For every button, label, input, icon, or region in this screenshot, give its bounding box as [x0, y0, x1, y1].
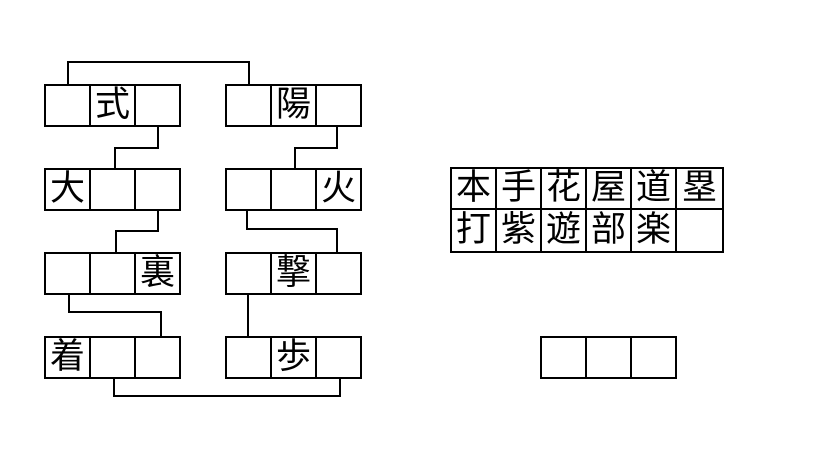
cell-l2-3[interactable]: [136, 170, 179, 209]
cell-r3-2: 撃: [272, 254, 317, 293]
cell-r3-1[interactable]: [227, 254, 272, 293]
cell-l4-2[interactable]: [91, 338, 136, 377]
bank-cell-2-1[interactable]: 打: [452, 210, 497, 251]
bank-cell-2-6[interactable]: [677, 210, 722, 251]
bank-cell-2-4[interactable]: 部: [587, 210, 632, 251]
cell-r3-3[interactable]: [317, 254, 360, 293]
cell-r2-1[interactable]: [227, 170, 272, 209]
bank-cell-1-6[interactable]: 塁: [677, 169, 722, 210]
kanji-bank: 本 手 花 屋 道 塁 打 紫 遊 部 楽: [450, 167, 724, 253]
cell-l2-1: 大: [46, 170, 91, 209]
connector-l4-r4: [113, 378, 341, 397]
cell-r4-1[interactable]: [227, 338, 272, 377]
connector-r2-r3: [246, 210, 338, 253]
bank-cell-2-2[interactable]: 紫: [497, 210, 542, 251]
word-box-r3: 撃: [225, 252, 362, 295]
cell-r1-1[interactable]: [227, 86, 272, 125]
bank-cell-1-2[interactable]: 手: [497, 169, 542, 210]
cell-l3-3: 裏: [139, 253, 175, 293]
cell-l3-2[interactable]: [91, 254, 136, 293]
word-box-l3: 裏: [44, 252, 181, 295]
word-box-r1: 陽: [225, 84, 362, 127]
cell-l1-2: 式: [91, 86, 136, 125]
cell-l3-1[interactable]: [46, 254, 91, 293]
bank-cell-1-3[interactable]: 花: [542, 169, 587, 210]
bank-cell-1-4[interactable]: 屋: [587, 169, 632, 210]
answer-box: [540, 336, 677, 379]
bank-cell-1-1[interactable]: 本: [452, 169, 497, 210]
cell-l1-1[interactable]: [46, 86, 91, 125]
cell-r4-2: 歩: [272, 338, 317, 377]
cell-l4-1: 着: [46, 338, 91, 377]
word-box-l2: 大: [44, 168, 181, 211]
cell-l4-3[interactable]: [136, 338, 179, 377]
bank-cell-2-3[interactable]: 遊: [542, 210, 587, 251]
word-box-l4: 着: [44, 336, 181, 379]
cell-l1-3[interactable]: [136, 86, 179, 125]
answer-cell-1[interactable]: [542, 338, 587, 377]
cell-r4-3[interactable]: [317, 338, 360, 377]
connector-l1-r1: [67, 61, 250, 85]
cell-r1-2: 陽: [272, 86, 317, 125]
bank-cell-1-5[interactable]: 道: [632, 169, 677, 210]
bank-cell-2-5[interactable]: 楽: [632, 210, 677, 251]
answer-cell-2[interactable]: [587, 338, 632, 377]
answer-cell-3[interactable]: [632, 338, 675, 377]
cell-l2-2[interactable]: [91, 170, 136, 209]
word-box-r4: 歩: [225, 336, 362, 379]
word-box-l1: 式: [44, 84, 181, 127]
connector-l3-l4: [68, 294, 162, 337]
cell-r2-2[interactable]: [272, 170, 317, 209]
connector-l1-l2: [114, 126, 159, 169]
connector-l2-l3: [115, 210, 159, 253]
connector-r1-r2: [294, 126, 338, 169]
cell-r1-3[interactable]: [317, 86, 360, 125]
word-box-r2: 火: [225, 168, 362, 211]
cell-r2-3: 火: [320, 169, 356, 209]
